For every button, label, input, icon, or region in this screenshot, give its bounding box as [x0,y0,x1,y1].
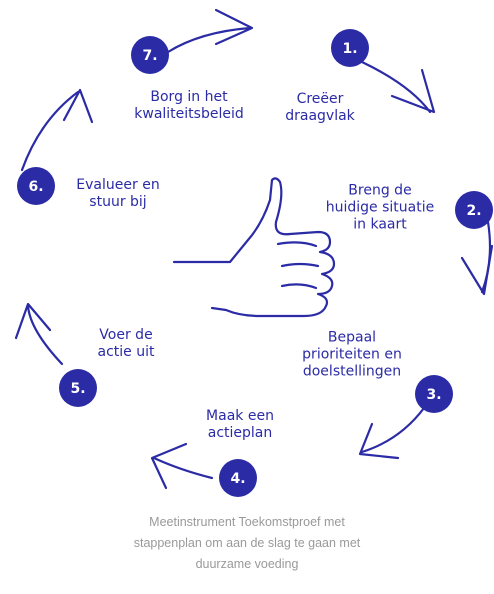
step-badge-4 [219,459,257,497]
cycle-arc [26,304,64,366]
figure-caption: Meetinstrument Toekomstproef met stappen… [133,515,361,571]
step-number-5: 5. [70,381,85,397]
arrowhead-icon [214,8,254,46]
step-label-7: Borg in het kwaliteitsbeleid [134,89,244,122]
step-label-2: Breng de huidige situatie in kaart [325,182,435,233]
step-badge-7 [131,36,169,74]
step-number-2: 2. [466,203,481,219]
step-number-4: 4. [230,471,245,487]
step-badge-1 [331,29,369,67]
thumbs-up-icon [172,177,336,318]
step-label-3: Bepaal prioriteiten en doelstellingen [302,329,402,380]
arrowhead-icon [150,442,188,490]
step-badge-6 [17,167,55,205]
step-badge-5 [59,369,97,407]
arrowhead-icon [460,244,494,296]
cycle-arc [360,60,432,114]
arrowhead-icon [390,68,436,114]
step-badge-3 [415,375,453,413]
step-label-6: Evalueer en stuur bij [76,177,160,210]
step-label-5: Voer de actie uit [97,327,155,360]
step-number-3: 3. [426,387,441,403]
cycle-arc [152,456,214,480]
step-badge-2 [455,191,493,229]
cycle-diagram: 1. 2. 3. 4. 5. 6. 7. [14,8,494,497]
cycle-arc [166,26,252,54]
step-label-1: Creëer draagvlak [285,91,355,124]
cycle-arc [360,406,426,454]
step-number-7: 7. [142,48,157,64]
step-label-4: Maak een actieplan [206,408,274,441]
arrowhead-icon [358,422,400,460]
step-number-6: 6. [28,179,43,195]
arrowhead-icon [14,302,52,340]
step-number-1: 1. [342,41,357,57]
arrowhead-icon [62,88,94,124]
cycle-arc [20,90,80,172]
